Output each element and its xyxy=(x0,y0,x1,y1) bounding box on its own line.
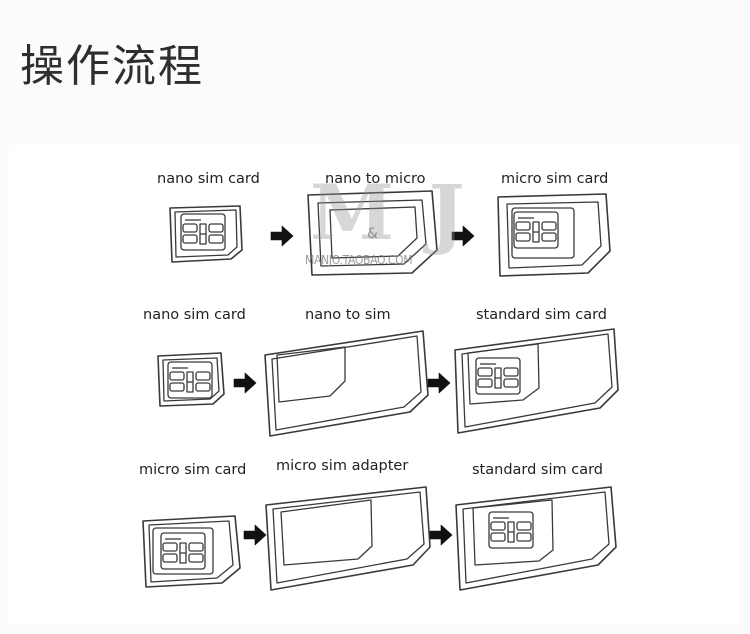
row3-label-standard: standard sim card xyxy=(472,462,604,478)
watermark-letters: M J xyxy=(310,168,469,257)
row2-nano-to-sim-adapter xyxy=(264,330,429,437)
row2-nano-card xyxy=(157,352,225,407)
row3-label-micro-adapter: micro sim adapter xyxy=(276,458,409,474)
row3-standard-card xyxy=(455,486,617,591)
row3-micro-sim-adapter xyxy=(265,486,431,591)
row2-arrow-2 xyxy=(427,372,451,394)
diagram-panel xyxy=(9,145,741,625)
row1-nano-card xyxy=(169,205,243,263)
row2-standard-card xyxy=(454,328,619,434)
watermark-ampersand: & xyxy=(367,226,378,242)
row1-nano-to-micro-adapter xyxy=(307,190,438,276)
row1-label-nano-to-micro: nano to micro xyxy=(325,171,426,187)
row3-arrow-2 xyxy=(429,524,453,546)
row2-arrow-1 xyxy=(233,372,257,394)
row1-label-micro: micro sim card xyxy=(501,171,609,187)
row1-micro-card xyxy=(497,193,611,277)
row1-label-nano: nano sim card xyxy=(157,171,260,187)
row2-label-nano-to-sim: nano to sim xyxy=(305,307,391,323)
row2-label-standard: standard sim card xyxy=(476,307,608,323)
row3-label-micro: micro sim card xyxy=(139,462,247,478)
watermark-url: MANJO.TAOBAO.COM xyxy=(305,253,413,267)
row2-label-nano: nano sim card xyxy=(143,307,246,323)
page-title: 操作流程 xyxy=(20,41,204,92)
row1-arrow-1 xyxy=(270,225,294,247)
row3-arrow-1 xyxy=(243,524,267,546)
row3-micro-card xyxy=(142,515,241,588)
